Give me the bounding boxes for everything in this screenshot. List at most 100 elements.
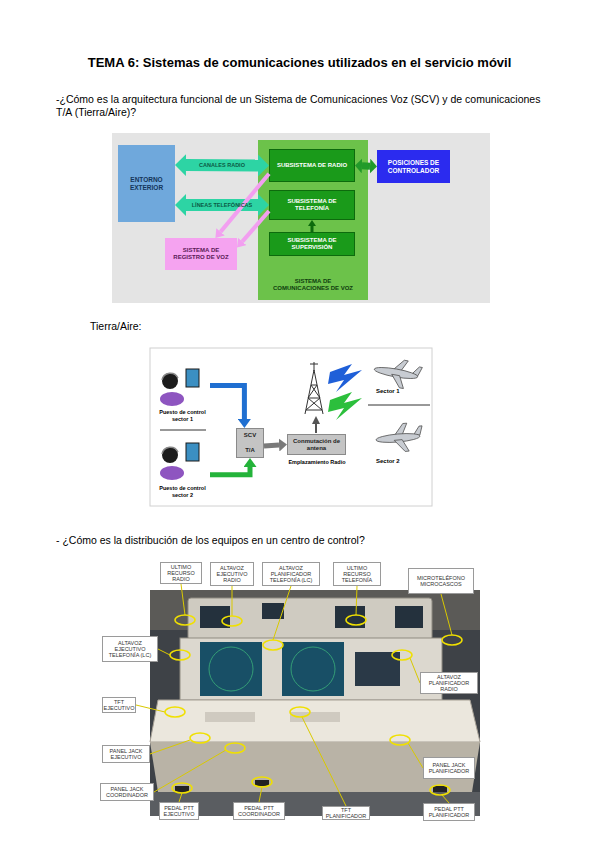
text-label: Tierra/Aire: [90, 320, 210, 333]
antenna-mast [314, 362, 315, 371]
highlight-ellipse [263, 640, 283, 650]
headset-icon [162, 447, 178, 454]
callout-box: ALTAVOZ PLANIFICADOR RADIO [420, 672, 478, 694]
highlight-ellipse [170, 650, 190, 660]
feed-arrow [315, 424, 317, 433]
wing [390, 374, 406, 388]
callout-box: ALTAVOZ EJECUTIVO RADIO [210, 562, 254, 586]
controller-icon [160, 443, 199, 480]
subsystem-box: SUBSISTEMA DE RADIO [269, 149, 355, 182]
node-text: PEDAL PTT PLANIFICADOR [426, 806, 472, 819]
node-text: SISTEMA DE REGISTRO DE VOZ [171, 247, 231, 261]
highlight-ellipse [190, 733, 210, 743]
divider-line [160, 430, 206, 431]
text-label: Sector 1 [376, 388, 416, 396]
connector-arrow [186, 199, 258, 211]
edge-label: CANALES RADIO [199, 162, 245, 168]
highlight-ellipse [346, 615, 366, 625]
callout-box: ULTIMO RECURSO TELEFONÍA [333, 562, 381, 586]
radar-ring [291, 647, 335, 691]
diagram-panel [112, 133, 490, 303]
leader-line [408, 743, 423, 768]
callout-box: TFT PLANIFICADOR [322, 806, 370, 820]
highlight-ellipse [442, 635, 462, 645]
control-room-photo [150, 590, 480, 816]
position-box: POSICIONES DE CONTROLADOR [377, 150, 450, 183]
tower-bar [308, 398, 320, 399]
equipment-box: SCVT/A [236, 428, 264, 458]
body-icon [160, 466, 184, 480]
connector-arrow [210, 386, 244, 419]
wing [394, 439, 409, 452]
diagram-panel [150, 348, 432, 506]
node-text: TFT EJECUTIVO [104, 699, 135, 712]
leader-line [302, 717, 346, 806]
node-text: SUBSISTEMA DE SUPERVISIÓN [276, 237, 348, 251]
leader-line [179, 793, 182, 802]
leader-line [232, 586, 233, 616]
leader-line [154, 750, 226, 792]
callout-box: PANEL JACK EJECUTIVO [102, 745, 150, 763]
leader-line [356, 586, 357, 615]
node-text: MICROTELÉFONO [417, 575, 465, 581]
divider-line [368, 405, 430, 406]
text-label: - ¿Cómo es la distribución de los equipo… [56, 534, 556, 547]
control-position: Puesto de control sector 1 [155, 366, 210, 422]
radio-bolt [328, 364, 362, 392]
monitor-housing [180, 638, 442, 700]
equipment-box: Conmutación de antena [287, 434, 346, 455]
text-label: Emplazamiento Radio [282, 459, 352, 466]
headset-icon [162, 373, 178, 380]
small-screen [335, 606, 365, 628]
node-text: ALTAVOZ PLANIFICADOR RADIO [423, 674, 475, 693]
desk-front [150, 742, 480, 792]
aircraft-icon [372, 355, 423, 391]
node-text: POSICIONES DE CONTROLADOR [383, 159, 444, 174]
tower-bar [311, 385, 317, 386]
callout-box: ALTAVOZ EJECUTIVO TELEFONÍA (LC) [102, 636, 158, 662]
callout-box: PEDAL PTT EJECUTIVO [159, 802, 199, 820]
text-label: -¿Cómo es la arquitectura funcional de u… [56, 93, 556, 119]
text-label: Sector 2 [376, 458, 416, 466]
highlight-ellipse [290, 707, 310, 717]
desk-top [150, 700, 480, 742]
radar-ring [209, 647, 253, 691]
leader-line [158, 649, 170, 655]
aircraft-icon [375, 422, 424, 454]
node-text: ENTORNO EXTERIOR [120, 176, 173, 191]
callout-box: ALTAVOZ PLANIFICADOR TELEFONÍA (LC) [262, 562, 320, 586]
highlight-ellipse [172, 783, 192, 793]
highlight-ellipse [392, 650, 412, 660]
node-text: ULTIMO RECURSO RADIO [163, 564, 199, 583]
callout-box: PEDAL PTT PLANIFICADOR [423, 803, 475, 821]
node-text: TFT PLANIFICADOR [325, 807, 367, 820]
pedal [433, 786, 447, 792]
antenna-tower [305, 362, 323, 414]
node-text: PANEL JACK EJECUTIVO [105, 748, 147, 761]
subsystem-box: SUBSISTEMA DE SUPERVISIÓN [269, 232, 355, 256]
leader-line [259, 787, 262, 802]
tower-bar [306, 410, 322, 411]
connector-arrow [264, 443, 279, 449]
node-text: Puesto de control sector 2 [155, 485, 210, 498]
callout-box: TFT EJECUTIVO [102, 697, 136, 713]
subsystem-box: SUBSISTEMA DE TELEFONÍA [269, 190, 355, 220]
node-text: SUBSISTEMA DE TELEFONÍA [276, 198, 348, 212]
pedal [255, 780, 269, 786]
leader-line [136, 705, 165, 712]
body-icon [160, 392, 184, 406]
connector-arrow [210, 467, 250, 475]
node-text: ALTAVOZ EJECUTIVO TELEFONÍA (LC) [105, 640, 155, 659]
node-text: MICROCASCOS [420, 581, 462, 587]
tower-brace [308, 385, 317, 398]
callout-box: ULTIMO RECURSO RADIO [160, 562, 202, 584]
monitor-icon [186, 369, 199, 387]
node-text: SCV [244, 432, 256, 439]
pedal [175, 786, 189, 792]
highlight-ellipse [225, 743, 245, 753]
tower-brace [308, 398, 322, 410]
radar-screen [200, 642, 262, 696]
